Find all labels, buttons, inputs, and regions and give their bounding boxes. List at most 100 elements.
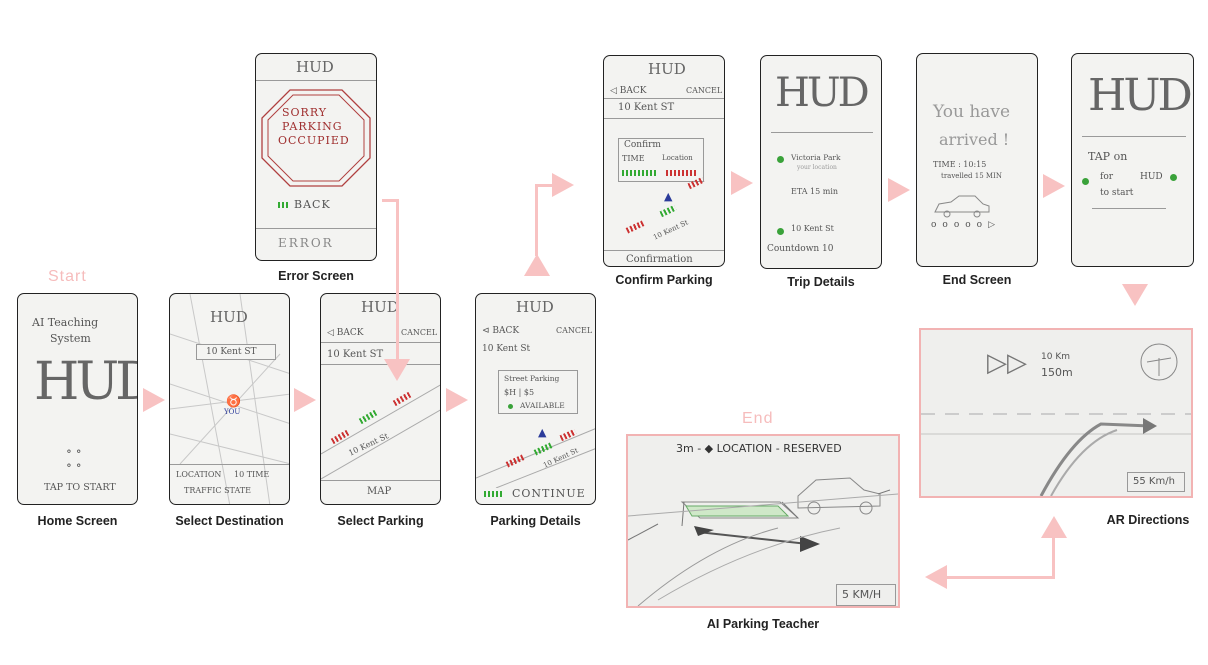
cancel-button[interactable]: CANCEL (401, 328, 438, 337)
stop-sign-icon (261, 89, 371, 187)
error-sign-line1: SORRY (282, 106, 328, 119)
end-progress-dots: ooooo▷ (931, 220, 1002, 230)
ar-speed-box (1127, 472, 1185, 492)
select-destination-mockup: HUD 10 Kent ST ♉ YOU LOCATION 10 TIME TR… (169, 293, 290, 505)
ar-distance-2: 150m (1041, 366, 1073, 379)
back-label: BACK (336, 328, 364, 338)
ar-direction-arrows: ▷▷ (987, 348, 1027, 378)
continue-icon (484, 491, 502, 497)
confirm-red-bar (666, 170, 696, 176)
tab-traffic[interactable]: TRAFFIC STATE (184, 486, 251, 495)
confirm-card (618, 138, 704, 182)
confirm-back-label: BACK (619, 86, 647, 96)
flow-arrow-3 (446, 388, 468, 412)
ar-arrow-left (925, 565, 947, 589)
map-tab[interactable]: MAP (367, 486, 392, 497)
tap-dot-right (1170, 174, 1177, 181)
parking-street-sketch (321, 384, 440, 480)
trip-from-sub: your location (797, 164, 837, 171)
flow-arrow-4 (731, 171, 753, 195)
flow-arrow-2 (294, 388, 316, 412)
trip-from: Victoria Park (791, 153, 841, 162)
parking-hud-logo: HUD (361, 298, 399, 316)
ar-speed: 55 Km/h (1133, 476, 1175, 487)
tap-for-label: for (1100, 172, 1114, 182)
tap-on-label: TAP on (1088, 150, 1128, 163)
flow-arrow-6 (1043, 174, 1065, 198)
flow-arrow-5 (888, 178, 910, 202)
home-hud-logo: HUD (34, 352, 137, 412)
caption-select-destination: Select Destination (175, 514, 284, 528)
destination-search-box[interactable] (196, 344, 276, 360)
error-footer: ERROR (278, 236, 334, 250)
ai-parking-teacher-view: 3m - ◆ LOCATION - RESERVED 5 KM/H (626, 434, 900, 608)
confirm-hud-logo: HUD (648, 60, 686, 78)
caption-parking-details: Parking Details (490, 514, 581, 528)
error-connector-v (396, 199, 399, 361)
arrival-time: TIME : 10:15 (933, 160, 987, 169)
tab-time[interactable]: 10 TIME (234, 470, 270, 479)
home-title-line2: System (50, 332, 91, 345)
error-arrow-down (384, 359, 410, 381)
home-title-line1: AI Teaching (32, 316, 99, 329)
parking-address: 10 Kent ST (327, 349, 384, 360)
tap-hud-label[interactable]: HUD (1140, 172, 1163, 182)
confirmation-button[interactable]: Confirmation (626, 254, 693, 265)
caption-select-parking: Select Parking (337, 514, 424, 528)
error-back-button[interactable]: BACK (294, 198, 331, 211)
end-label: End (742, 410, 774, 427)
error-connector-h (382, 199, 398, 202)
user-location-icon: ♉ (226, 394, 241, 408)
spot-cost: $H | $5 (504, 388, 535, 397)
confirm-parking-mockup: HUD ◁ BACK CANCEL 10 Kent ST Confirm TIM… (603, 55, 725, 267)
details-address: 10 Kent St (482, 344, 531, 354)
loading-dots: ∘ ∘∘ ∘ (66, 444, 82, 472)
trip-eta: ETA 15 min (791, 187, 839, 196)
ar-directions-view: ▷▷ 10 Km 150m 55 Km/h (919, 328, 1193, 498)
flow-connector-up (535, 184, 538, 256)
flow-arrow-up (524, 254, 550, 276)
confirm-green-bar (622, 170, 656, 176)
flow-arrow-to-confirm (552, 173, 574, 197)
confirm-card-title: Confirm (624, 140, 661, 150)
trip-to: 10 Kent St (791, 224, 834, 233)
trip-details-mockup: HUD Victoria Park your location ETA 15 m… (760, 55, 882, 269)
you-label: YOU (224, 408, 241, 416)
ar-connector-h (946, 576, 1055, 579)
parking-details-mockup: HUD ⊲ BACK CANCEL 10 Kent St Street Park… (475, 293, 596, 505)
details-car-marker: ▲ (538, 426, 547, 439)
confirm-car-marker: ▲ (664, 190, 673, 203)
spot-available: AVAILABLE (520, 401, 565, 410)
flow-arrow-down (1122, 284, 1148, 306)
flow-arrow-1 (143, 388, 165, 412)
confirm-cancel-button[interactable]: CANCEL (686, 86, 723, 95)
tab-location[interactable]: LOCATION (176, 470, 222, 479)
travel-duration: travelled 15 MIN (941, 172, 1002, 180)
caption-home: Home Screen (37, 514, 118, 528)
caption-trip-details: Trip Details (787, 275, 855, 289)
ar-arrow-up (1041, 516, 1067, 538)
teacher-scene-sketch (628, 477, 898, 606)
error-screen-mockup: HUD SORRY PARKING OCCUPIED BACK ERROR (255, 53, 377, 261)
trip-start-dot (777, 156, 784, 163)
destination-address: 10 Kent ST (206, 347, 257, 357)
error-hud-logo: HUD (296, 58, 334, 76)
teacher-speed: 5 KM/H (842, 588, 882, 601)
destination-hud-logo: HUD (210, 308, 248, 326)
home-screen-mockup: AI Teaching System HUD ∘ ∘∘ ∘ TAP TO STA… (17, 293, 138, 505)
continue-button[interactable]: CONTINUE (512, 487, 586, 500)
confirm-time-label: TIME (622, 154, 645, 163)
tap-to-start-label[interactable]: TAP TO START (44, 482, 116, 493)
back-button[interactable]: ◁ BACK (327, 328, 364, 338)
flow-connector-right (535, 184, 553, 187)
trip-end-dot (777, 228, 784, 235)
confirm-occupied-1 (625, 220, 645, 234)
end-screen-mockup: You have arrived ! TIME : 10:15 travelle… (916, 53, 1038, 267)
details-back-button[interactable]: ⊲ BACK (482, 326, 520, 336)
details-cancel-button[interactable]: CANCEL (556, 326, 593, 335)
arrived-line2: arrived ! (939, 130, 1010, 149)
confirm-back-button[interactable]: ◁ BACK (610, 86, 647, 96)
ar-distance-1: 10 Km (1041, 352, 1070, 362)
tap-screen-mockup: HUD TAP on for HUD to start (1071, 53, 1194, 267)
caption-confirm-parking: Confirm Parking (615, 273, 713, 287)
